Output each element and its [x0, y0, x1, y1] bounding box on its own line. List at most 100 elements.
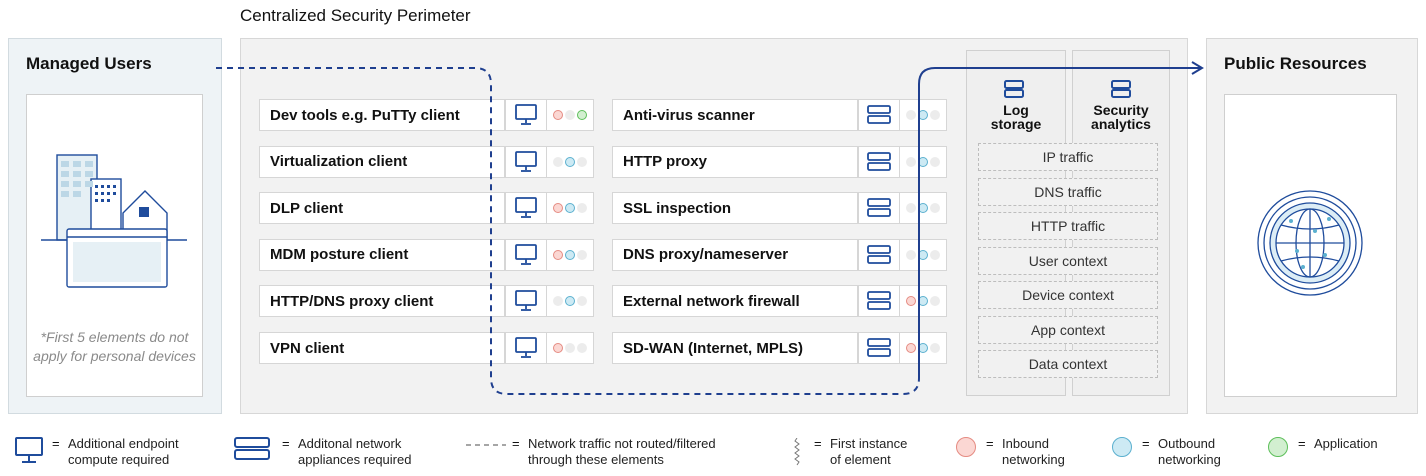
outbound-dot	[565, 156, 575, 167]
legend-outbound-line1: Outbound	[1158, 436, 1216, 451]
network-row-label: DNS proxy/nameserver	[623, 246, 789, 264]
monitor-icon	[515, 150, 537, 172]
legend-endpoint-line1: Additional endpoint	[68, 436, 179, 451]
legend-squiggle-icon	[794, 438, 800, 466]
outbound-dot	[918, 343, 928, 353]
legend-inbound-line1: Inbound	[1002, 436, 1049, 451]
legend-network-eq: =	[282, 436, 290, 451]
personal-devices-note: *First 5 elements do not apply for perso…	[33, 329, 196, 364]
legend-dashed-eq: =	[512, 436, 520, 451]
endpoint-dots-cell	[546, 332, 594, 364]
public-resources-title: Public Resources	[1224, 54, 1367, 73]
endpoint-dots-cell	[546, 285, 594, 318]
empty-dot	[577, 156, 587, 167]
buildings-laptop-icon	[41, 154, 187, 288]
empty-dot	[930, 156, 940, 167]
legend-network-text: Additonal network appliances required	[298, 436, 411, 468]
legend-application-text: Application	[1314, 436, 1378, 452]
network-row: HTTP proxy	[612, 145, 947, 178]
server-icon	[867, 338, 891, 357]
outbound-dot	[918, 296, 928, 307]
network-dots-cell	[899, 285, 947, 318]
outbound-dot	[565, 249, 575, 260]
empty-dot	[930, 110, 940, 120]
network-row-label: External network firewall	[623, 292, 800, 310]
security-analytics-label: Security analytics	[1072, 103, 1170, 131]
server-icon	[867, 151, 891, 171]
legend-dashed-line1: Network traffic not routed/filtered	[528, 436, 716, 451]
legend-first-eq: =	[814, 436, 822, 451]
empty-dot	[553, 156, 563, 167]
diagram-title: Centralized Security Perimeter	[240, 6, 471, 25]
outbound-dot	[565, 296, 575, 307]
context-item: User context	[978, 246, 1158, 275]
endpoint-row-label: DLP client	[270, 199, 344, 217]
endpoint-icon-cell	[505, 145, 547, 178]
legend-endpoint-text: Additional endpoint compute required	[68, 436, 179, 468]
log-storage-line1: Log	[1003, 102, 1029, 118]
endpoint-icon-cell	[505, 192, 547, 225]
network-icon-cell	[858, 145, 900, 178]
legend-application-line1: Application	[1314, 436, 1378, 451]
legend-first-text: First instance of element	[830, 436, 907, 468]
context-item: Data context	[978, 350, 1158, 378]
legend-outbound-line2: networking	[1158, 452, 1221, 467]
empty-dot	[906, 156, 916, 167]
network-icon-cell	[858, 99, 900, 131]
legend-outbound-eq: =	[1142, 436, 1150, 451]
context-item: App context	[978, 315, 1158, 344]
endpoint-row: HTTP/DNS proxy client	[259, 285, 594, 318]
legend-network-line1: Additonal network	[298, 436, 402, 451]
legend-dashed-line-icon	[466, 444, 506, 446]
endpoint-icon-cell	[505, 99, 547, 131]
endpoint-dots-cell	[546, 192, 594, 225]
legend-first-line1: First instance	[830, 436, 908, 451]
endpoint-row-label: HTTP/DNS proxy client	[270, 292, 434, 310]
public-resources-illustration-box	[1224, 94, 1397, 397]
empty-dot	[577, 203, 587, 214]
network-row-label: SD-WAN (Internet, MPLS)	[623, 339, 803, 357]
endpoint-row-label: Dev tools e.g. PuTTy client	[270, 106, 460, 124]
context-item: Device context	[978, 281, 1158, 309]
globe-icon	[1257, 190, 1363, 296]
network-dots-cell	[899, 238, 947, 271]
legend-first-line2: of element	[830, 452, 891, 467]
security-analytics-line2: analytics	[1091, 116, 1151, 132]
empty-dot	[565, 343, 575, 353]
legend-inbound-eq: =	[986, 436, 994, 451]
network-dots-cell	[899, 192, 947, 225]
network-dots-cell	[899, 99, 947, 131]
network-row: DNS proxy/nameserver	[612, 238, 947, 271]
legend-inbound-dot	[956, 437, 976, 457]
server-icon	[867, 291, 891, 311]
outbound-dot	[565, 203, 575, 214]
legend-dashed-line2: through these elements	[528, 452, 664, 467]
endpoint-row-label: VPN client	[270, 339, 345, 357]
server-icon	[867, 198, 891, 218]
empty-dot	[930, 343, 940, 353]
endpoint-row: Dev tools e.g. PuTTy client	[259, 99, 594, 131]
legend-inbound-text: Inbound networking	[1002, 436, 1065, 468]
network-row: SSL inspection	[612, 192, 947, 225]
network-row: Anti-virus scanner	[612, 99, 947, 131]
legend-network-line2: appliances required	[298, 452, 412, 467]
inbound-dot	[553, 110, 563, 120]
empty-dot	[553, 296, 563, 307]
arrow-head	[1191, 61, 1204, 75]
legend-server-icon	[234, 437, 270, 460]
network-row: SD-WAN (Internet, MPLS)	[612, 332, 947, 364]
endpoint-row-label: MDM posture client	[270, 246, 409, 264]
inbound-dot	[906, 343, 916, 353]
empty-dot	[906, 110, 916, 120]
legend-outbound-text: Outbound networking	[1158, 436, 1221, 468]
endpoint-dots-cell	[546, 99, 594, 131]
network-row-label: SSL inspection	[623, 199, 732, 217]
monitor-icon	[515, 104, 537, 125]
monitor-icon	[515, 197, 537, 219]
empty-dot	[906, 203, 916, 214]
outbound-dot	[918, 110, 928, 120]
empty-dot	[565, 110, 575, 120]
server-icon	[867, 244, 891, 264]
security-analytics-server-icon	[1111, 80, 1131, 98]
monitor-icon	[515, 337, 537, 358]
